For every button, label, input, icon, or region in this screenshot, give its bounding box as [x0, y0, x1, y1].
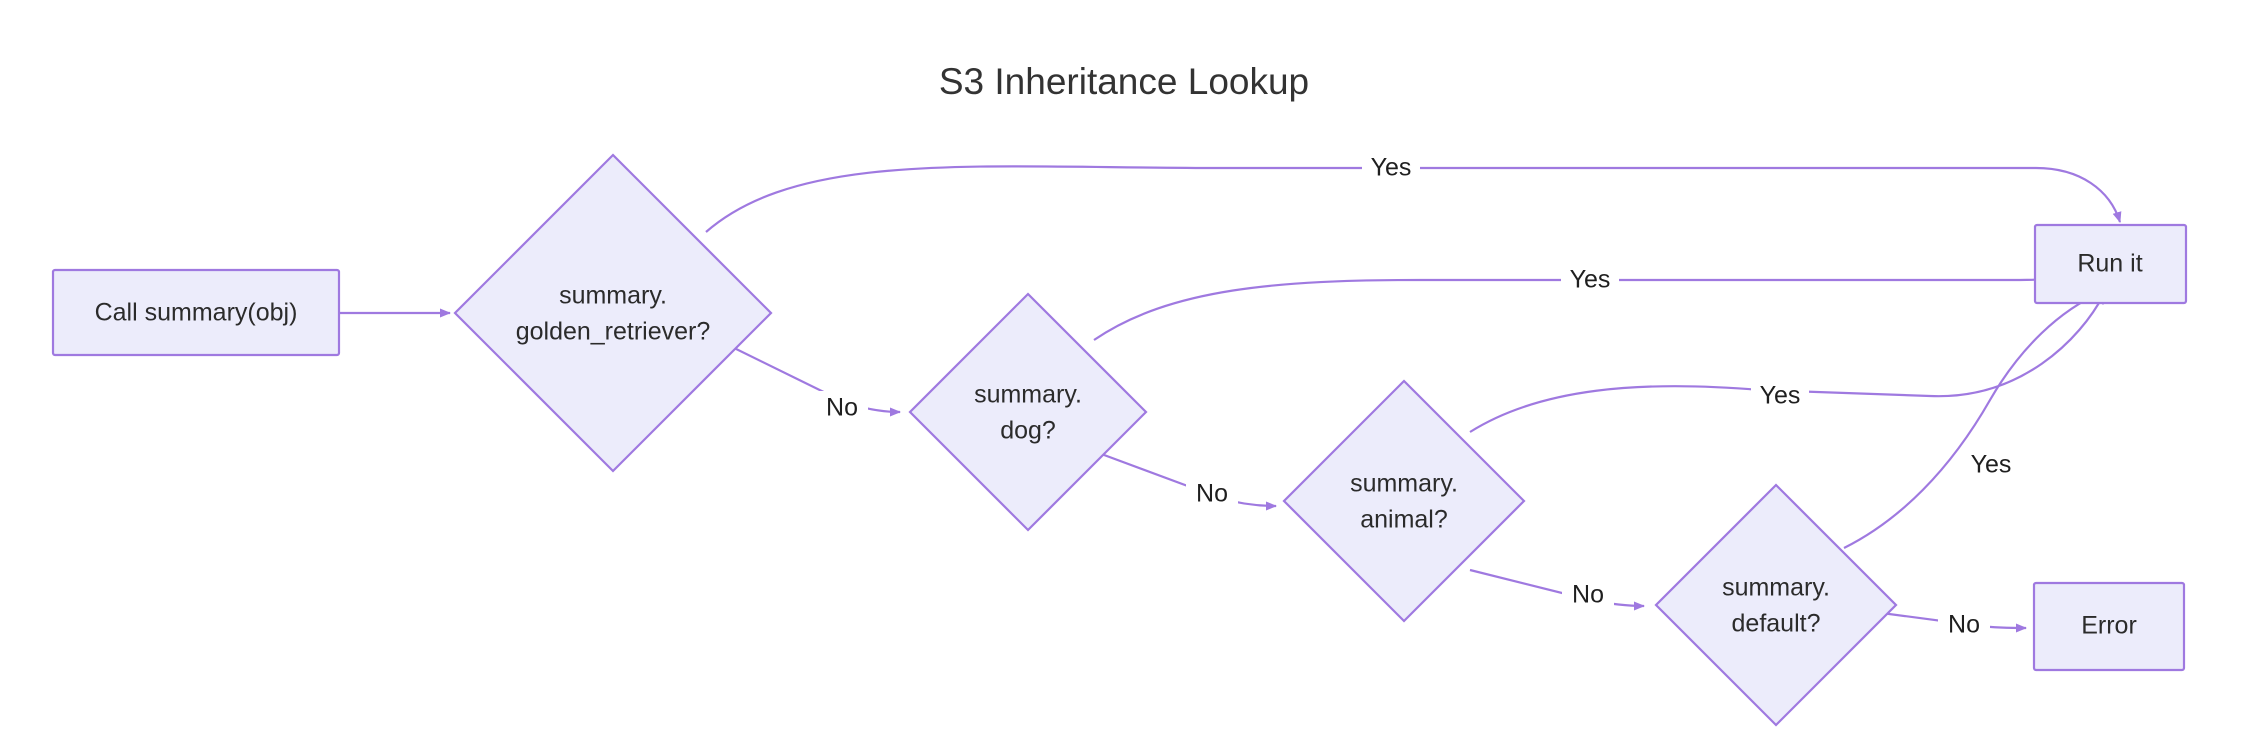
node-golden-retriever-label-line1: summary.: [559, 282, 667, 310]
node-run-it[interactable]: Run it: [2033, 223, 2188, 305]
node-error-label: Error: [2081, 612, 2137, 640]
node-dog-label-line1: summary.: [974, 381, 1082, 409]
node-animal-shape[interactable]: [1282, 379, 1526, 623]
edge-golden-retriever-yes-to-run: [705, 165, 2122, 233]
node-default[interactable]: summary. default?: [1654, 483, 1898, 727]
node-start-label: Call summary(obj): [95, 299, 298, 327]
edge-label-dog-no: No: [1196, 480, 1228, 508]
node-animal-label-line1: summary.: [1350, 470, 1458, 498]
edge-label-golden-retriever-yes: Yes: [1371, 154, 1412, 182]
node-default-label-line1: summary.: [1722, 574, 1830, 602]
node-layer: Call summary(obj) summary. golden_retrie…: [51, 153, 2188, 727]
node-golden-retriever-label-line2: golden_retriever?: [516, 318, 711, 346]
edge-label-golden-retriever-no: No: [826, 394, 858, 422]
edge-animal-no-to-default: [1469, 568, 1645, 611]
node-dog-label-line2: dog?: [1000, 417, 1056, 445]
edge-label-animal-yes: Yes: [1760, 382, 1801, 410]
node-animal-label-line2: animal?: [1360, 506, 1448, 534]
edge-label-default-no: No: [1948, 611, 1980, 639]
node-error[interactable]: Error: [2032, 581, 2186, 672]
node-golden-retriever[interactable]: summary. golden_retriever?: [453, 153, 773, 473]
node-start[interactable]: Call summary(obj): [51, 268, 341, 357]
node-golden-retriever-shape[interactable]: [453, 153, 773, 473]
node-start-shape[interactable]: [51, 268, 341, 357]
edge-label-dog-yes: Yes: [1570, 266, 1611, 294]
edge-label-default-yes: Yes: [1971, 451, 2012, 479]
edge-label-animal-no: No: [1572, 581, 1604, 609]
node-error-shape[interactable]: [2032, 581, 2186, 672]
node-default-shape[interactable]: [1654, 483, 1898, 727]
node-dog-shape[interactable]: [908, 292, 1148, 532]
edge-default-yes-to-run: [1843, 290, 2103, 549]
edge-label-layer: Yes No Yes No Yes No Yes No: [816, 151, 2020, 642]
node-animal[interactable]: summary. animal?: [1282, 379, 1526, 623]
edge-golden-retriever-no-to-dog: [725, 343, 901, 417]
page-title: S3 Inheritance Lookup: [939, 61, 1309, 102]
node-dog[interactable]: summary. dog?: [908, 292, 1148, 532]
node-run-it-label: Run it: [2077, 250, 2142, 278]
node-default-label-line2: default?: [1732, 610, 1821, 638]
node-run-it-shape[interactable]: [2033, 223, 2188, 305]
